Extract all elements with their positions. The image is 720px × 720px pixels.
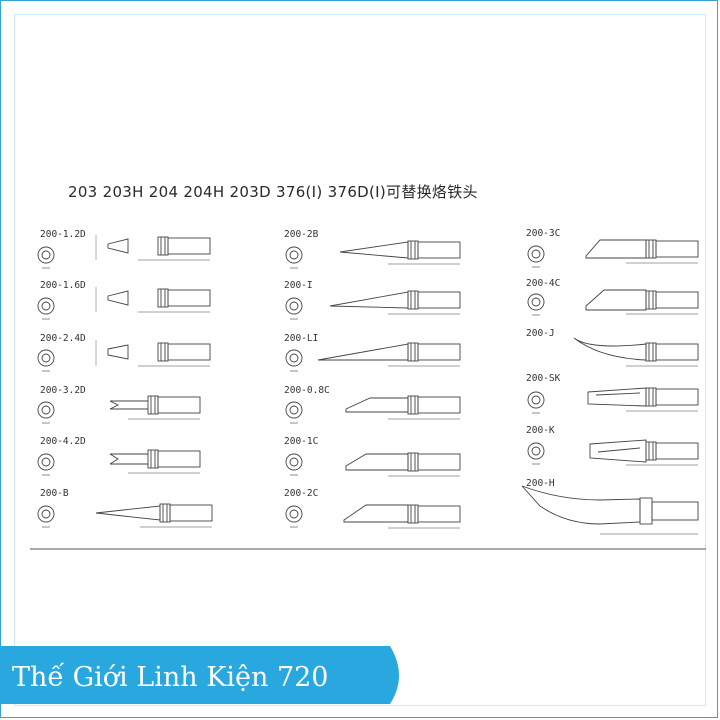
tip-label: 200-J	[526, 328, 555, 339]
tip-label: 200-B	[40, 488, 69, 499]
tip-label: 200-2C	[284, 488, 319, 499]
tip-200-3.2D-drawing	[37, 395, 201, 424]
tip-label: 200-2B	[284, 229, 319, 240]
tip-label: 200-4.2D	[40, 436, 86, 447]
tip-200-2.4D-drawing	[37, 340, 211, 372]
brand-watermark: Thế Giới Linh Kiện 720	[12, 662, 329, 693]
tip-label: 200-3.2D	[40, 385, 86, 396]
tip-200-B-drawing	[37, 503, 213, 528]
tip-200-3C-drawing	[527, 239, 699, 268]
tip-200-2B-drawing	[285, 240, 461, 269]
tip-label: 200-0.8C	[284, 385, 330, 396]
tip-200-K-drawing	[527, 439, 699, 466]
tip-200-0.8C-drawing	[285, 395, 461, 424]
tip-200-4C-drawing	[527, 289, 699, 316]
tip-200-1.6D-drawing	[37, 287, 211, 320]
tip-label: 200-1.2D	[40, 229, 86, 240]
tip-200-SK-drawing	[527, 387, 699, 414]
tip-200-1.2D-drawing	[37, 235, 211, 269]
diagram-title: 203 203H 204 204H 203D 376(I) 376D(I)可替换…	[68, 183, 478, 201]
tip-200-4.2D-drawing	[37, 449, 201, 476]
tip-200-I-drawing	[285, 290, 461, 320]
tip-label: 200-1C	[284, 436, 319, 447]
tip-label: 200-K	[526, 425, 555, 436]
tip-label: 200-H	[526, 478, 555, 489]
tip-label: 200-SK	[526, 373, 561, 384]
tip-200-1C-drawing	[285, 452, 461, 477]
tip-200-2C-drawing	[285, 504, 461, 529]
tip-label: 200-I	[284, 280, 313, 291]
tip-label: 200-4C	[526, 278, 561, 289]
tip-200-H-drawing	[521, 485, 699, 535]
tip-label: 200-3C	[526, 228, 561, 239]
inner-frame	[14, 14, 706, 706]
tip-label: 200-1.6D	[40, 280, 86, 291]
tip-label: 200-2.4D	[40, 333, 86, 344]
tip-label: 200-LI	[284, 333, 319, 344]
tip-200-J-drawing	[573, 337, 699, 367]
tip-200-LI-drawing	[285, 342, 461, 372]
brand-banner	[0, 646, 399, 704]
